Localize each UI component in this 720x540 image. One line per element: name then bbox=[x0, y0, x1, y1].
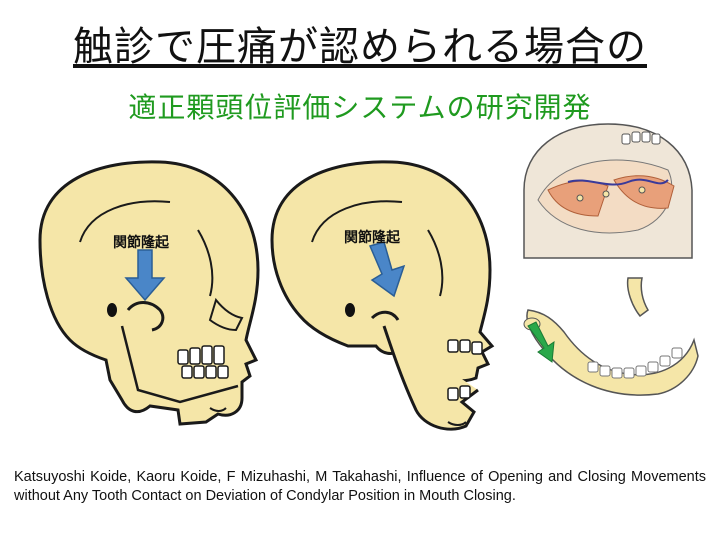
mandible-illustration bbox=[523, 277, 699, 396]
skull-base-muscle-illustration bbox=[523, 123, 693, 259]
page-title: 触診で圧痛が認められる場合の bbox=[73, 24, 647, 70]
arrow-down-icon bbox=[124, 249, 166, 302]
page-subtitle: 適正顆頭位評価システムの研究開発 bbox=[128, 91, 592, 124]
skull-open-illustration bbox=[270, 160, 495, 431]
skull-left-label: 関節隆起 bbox=[113, 235, 169, 251]
arrow-down-right-icon bbox=[368, 241, 406, 298]
skull-right-label: 関節隆起 bbox=[344, 230, 400, 246]
skull-closed-illustration bbox=[38, 160, 260, 426]
citation-text: Katsuyoshi Koide, Kaoru Koide, F Mizuhas… bbox=[14, 469, 706, 504]
arrow-green-icon bbox=[527, 321, 555, 363]
